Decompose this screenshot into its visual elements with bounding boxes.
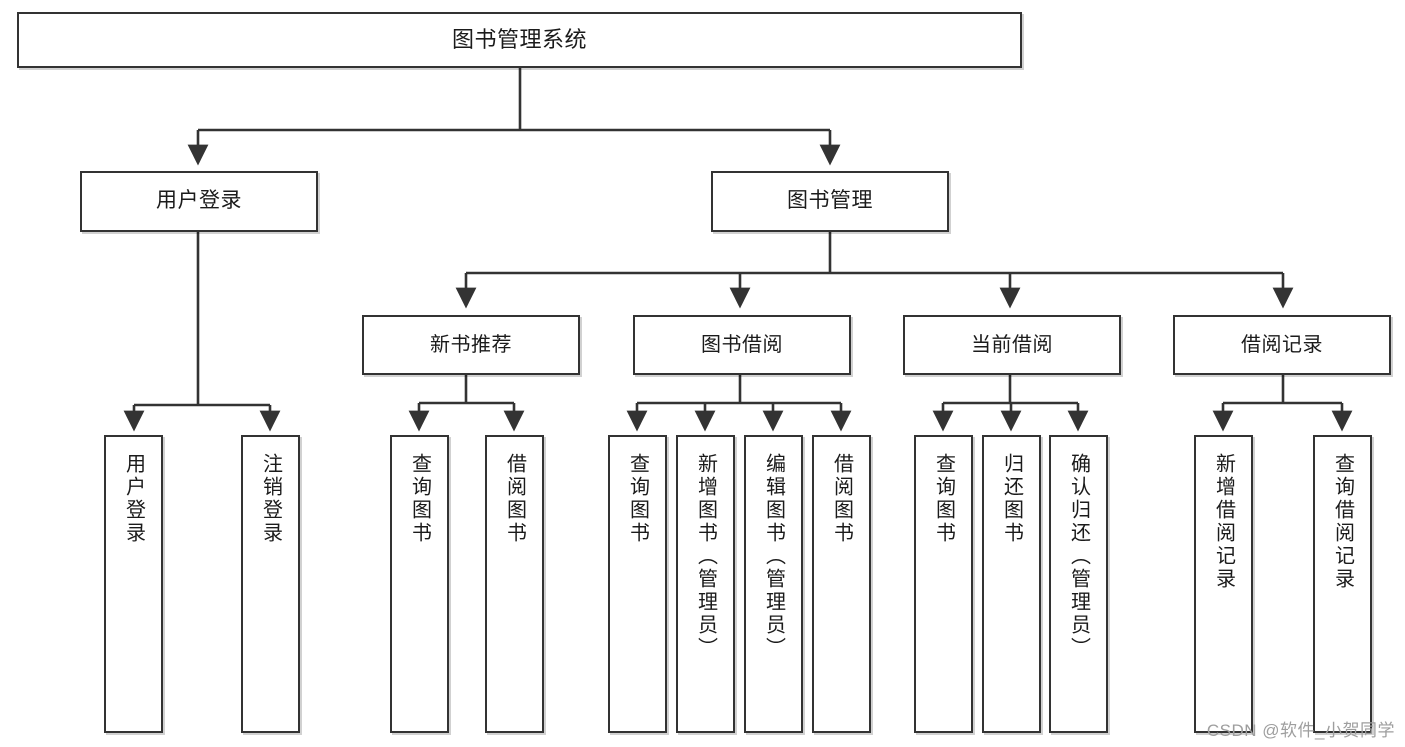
- node-user-login-label: 用户登录: [156, 189, 242, 213]
- node-leaf-borrow-book-2[interactable]: 借阅图书: [812, 435, 871, 733]
- node-root[interactable]: 图书管理系统: [17, 12, 1022, 68]
- node-new-book-recommend-label: 新书推荐: [430, 333, 512, 356]
- node-leaf-add-record-label: 新增借阅记录: [1212, 453, 1235, 591]
- node-leaf-add-book[interactable]: 新增图书（管理员）: [676, 435, 735, 733]
- node-leaf-query-book-1[interactable]: 查询图书: [390, 435, 449, 733]
- node-borrow-record-label: 借阅记录: [1241, 333, 1323, 356]
- node-leaf-query-book-2-label: 查询图书: [626, 453, 649, 545]
- node-book-borrow[interactable]: 图书借阅: [633, 315, 851, 375]
- node-book-manage-label: 图书管理: [787, 189, 873, 213]
- node-leaf-query-book-1-label: 查询图书: [408, 453, 431, 545]
- node-leaf-user-login[interactable]: 用户登录: [104, 435, 163, 733]
- node-borrow-record[interactable]: 借阅记录: [1173, 315, 1391, 375]
- node-book-borrow-label: 图书借阅: [701, 333, 783, 356]
- node-leaf-return-book[interactable]: 归还图书: [982, 435, 1041, 733]
- node-leaf-edit-book-label: 编辑图书（管理员）: [762, 453, 785, 660]
- node-leaf-confirm-return-label: 确认归还（管理员）: [1067, 453, 1090, 660]
- node-leaf-add-record[interactable]: 新增借阅记录: [1194, 435, 1253, 733]
- node-leaf-logout-login-label: 注销登录: [259, 453, 282, 545]
- node-leaf-return-book-label: 归还图书: [1000, 453, 1023, 545]
- node-leaf-query-record[interactable]: 查询借阅记录: [1313, 435, 1372, 733]
- node-leaf-add-book-label: 新增图书（管理员）: [694, 453, 717, 660]
- watermark: CSDN @软件_小贺同学: [1206, 721, 1395, 740]
- node-leaf-query-book-3[interactable]: 查询图书: [914, 435, 973, 733]
- node-leaf-borrow-book-2-label: 借阅图书: [830, 453, 853, 545]
- node-leaf-borrow-book-1[interactable]: 借阅图书: [485, 435, 544, 733]
- node-new-book-recommend[interactable]: 新书推荐: [362, 315, 580, 375]
- node-leaf-edit-book[interactable]: 编辑图书（管理员）: [744, 435, 803, 733]
- node-leaf-query-book-2[interactable]: 查询图书: [608, 435, 667, 733]
- node-book-manage[interactable]: 图书管理: [711, 171, 949, 232]
- node-leaf-borrow-book-1-label: 借阅图书: [503, 453, 526, 545]
- node-user-login[interactable]: 用户登录: [80, 171, 318, 232]
- node-current-borrow-label: 当前借阅: [971, 333, 1053, 356]
- node-current-borrow[interactable]: 当前借阅: [903, 315, 1121, 375]
- node-leaf-query-book-3-label: 查询图书: [932, 453, 955, 545]
- node-root-label: 图书管理系统: [451, 27, 587, 53]
- node-leaf-query-record-label: 查询借阅记录: [1331, 453, 1354, 591]
- node-leaf-logout-login[interactable]: 注销登录: [241, 435, 300, 733]
- node-leaf-confirm-return[interactable]: 确认归还（管理员）: [1049, 435, 1108, 733]
- node-leaf-user-login-label: 用户登录: [122, 453, 145, 545]
